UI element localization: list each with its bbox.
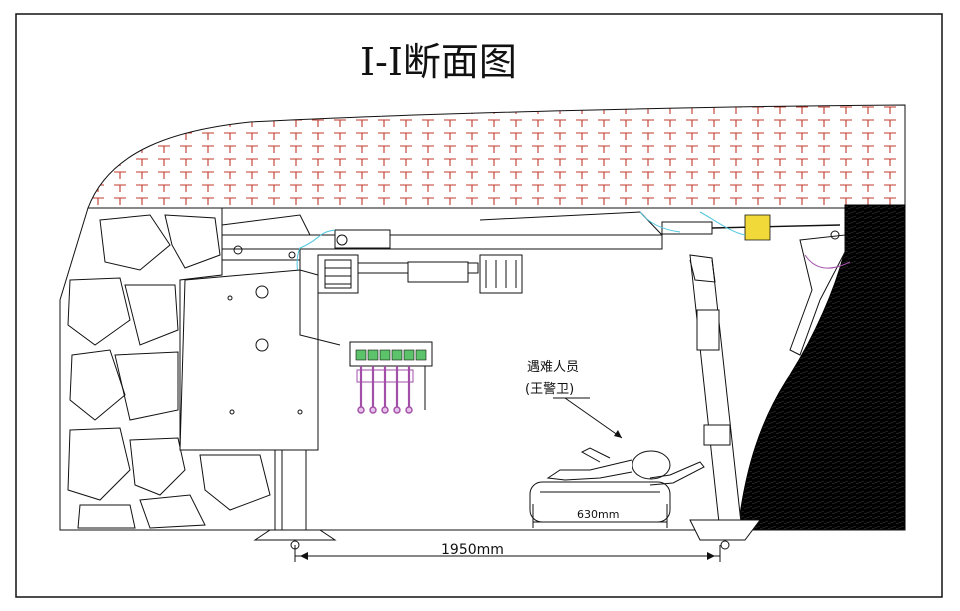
support-base: [179, 269, 337, 550]
support-canopy: [221, 211, 841, 261]
drawing-title: I-I断面图: [360, 40, 517, 84]
victim-leader: [553, 397, 623, 439]
dimension-630: [532, 504, 668, 528]
hydraulic-prop: [689, 254, 761, 550]
dimension-1950-label: 1950mm: [441, 542, 504, 558]
coal-wall: [737, 204, 906, 531]
victim-label-line1: 遇难人员: [527, 360, 579, 375]
drawing-frame: [15, 13, 943, 598]
roof-strata: [87, 104, 906, 209]
rock-wall: [59, 207, 276, 531]
person-icon: [546, 447, 705, 486]
valve-manifold: [299, 260, 433, 414]
face-sprag: [789, 230, 851, 356]
dimension-1950: [294, 545, 721, 562]
dimension-630-label: 630mm: [577, 508, 619, 521]
victim-label-line2: (王警卫): [525, 381, 574, 397]
